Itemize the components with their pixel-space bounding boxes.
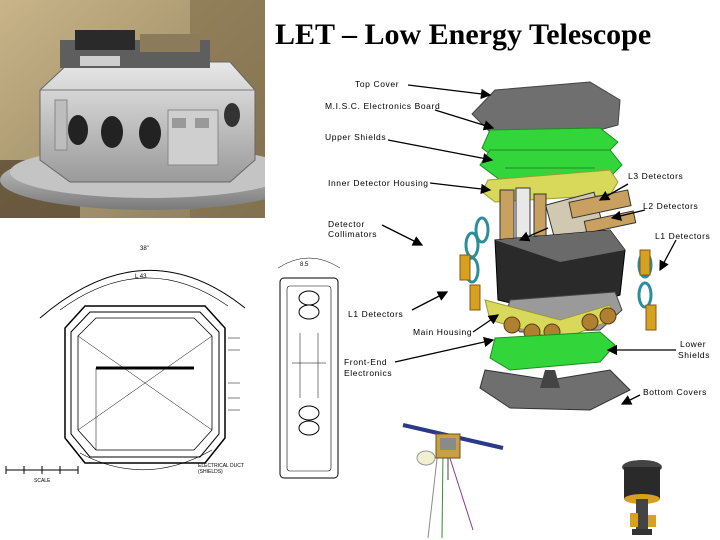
scale-label: SCALE: [34, 478, 51, 484]
label-lower-shields-line2: Shields: [678, 350, 711, 360]
detector-racks-part: [499, 187, 637, 245]
label-lower-shields-line1: Lower: [680, 339, 707, 349]
label-detector-collimators-line2: Collimators: [328, 229, 378, 239]
lower-shields-part: [489, 331, 616, 371]
label-top-cover: Top Cover: [355, 79, 400, 89]
label-front-end-line2: Electronics: [344, 368, 393, 378]
exploded-assembly: [450, 70, 660, 420]
svg-text:38": 38": [140, 246, 149, 252]
svg-text:L 43: L 43: [135, 274, 147, 280]
instrument-model-icon: [612, 455, 672, 540]
svg-text:8.5: 8.5: [300, 262, 309, 268]
label-detector-collimators-line1: Detector: [328, 219, 365, 229]
label-bottom-covers: Bottom Covers: [643, 387, 708, 397]
engineering-drawing: 38" L 43 8.5 SCALE ELECTRICAL DUCT (SHIE…: [0, 238, 345, 540]
label-main-housing: Main Housing: [413, 327, 473, 337]
section-label: ELECTRICAL DUCT (SHIELDS): [198, 463, 244, 475]
spacecraft-icon: [398, 420, 508, 540]
bottom-cover-part: [479, 369, 631, 411]
label-l1-detectors-right: L1 Detectors: [655, 231, 711, 241]
label-l2-detectors: L2 Detectors: [643, 201, 699, 211]
label-l3-detectors: L3 Detectors: [628, 171, 684, 181]
label-upper-shields: Upper Shields: [325, 132, 387, 142]
label-misc-board: M.I.S.C. Electronics Board: [325, 101, 441, 111]
instrument-photo: [0, 0, 265, 218]
label-front-end-line1: Front-End: [344, 357, 388, 367]
label-l1-detectors-left: L1 Detectors: [348, 309, 404, 319]
slide-title: LET – Low Energy Telescope: [275, 18, 652, 51]
label-inner-detector-housing: Inner Detector Housing: [328, 178, 429, 188]
